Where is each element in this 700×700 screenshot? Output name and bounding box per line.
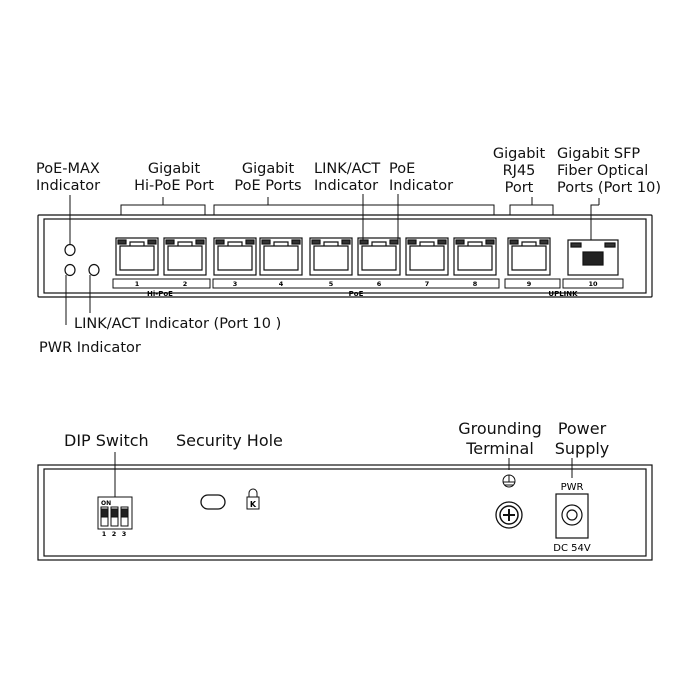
security-hole-label: Security Hole bbox=[176, 431, 283, 450]
rj45-port-1 bbox=[115, 237, 159, 276]
link-act-port10-label: LINK/ACT Indicator (Port 10 ) bbox=[74, 316, 282, 332]
port-led bbox=[215, 239, 225, 245]
dc-voltage-label: DC 54V bbox=[553, 543, 591, 554]
port-number-2: 2 bbox=[183, 280, 188, 288]
front-leds bbox=[64, 243, 100, 277]
lock-glyph: K bbox=[250, 500, 257, 509]
group-label-uplink: UPLINK bbox=[548, 290, 578, 298]
group-label-hi-poe: Hi-PoE bbox=[147, 290, 173, 298]
port-led bbox=[437, 239, 447, 245]
port-number-9: 9 bbox=[527, 280, 532, 288]
port-led bbox=[291, 239, 301, 245]
port-number-8: 8 bbox=[473, 280, 478, 288]
ground-symbol-icon bbox=[502, 474, 516, 488]
poe-ports-label: Gigabit PoE Ports bbox=[234, 161, 302, 194]
port-number-3: 3 bbox=[233, 280, 238, 288]
grounding-terminal bbox=[495, 501, 523, 529]
poe-max-indicator-label: PoE-MAX Indicator bbox=[36, 161, 101, 194]
port-label-strip bbox=[112, 278, 624, 294]
poe-max-led bbox=[64, 243, 76, 257]
port-number-1: 1 bbox=[135, 280, 140, 288]
grounding-terminal-label: Grounding Terminal bbox=[458, 419, 542, 458]
rj45-port-9 bbox=[507, 237, 551, 276]
port-number-5: 5 bbox=[329, 280, 334, 288]
front-leader-lines bbox=[65, 194, 600, 325]
port-led bbox=[407, 239, 417, 245]
port-led bbox=[485, 239, 495, 245]
rj45-port-6 bbox=[357, 237, 401, 276]
port-led bbox=[389, 239, 399, 245]
group-label-poe: PoE bbox=[349, 290, 364, 298]
rj45-port-7 bbox=[405, 237, 449, 276]
port-led bbox=[195, 239, 205, 245]
dip-number-1: 1 bbox=[102, 530, 107, 538]
rj45-port-label: Gigabit RJ45 Port bbox=[492, 146, 546, 196]
port-led bbox=[261, 239, 271, 245]
link-act-indicator-label: LINK/ACT Indicator bbox=[314, 161, 381, 194]
port-led bbox=[455, 239, 465, 245]
port-led bbox=[311, 239, 321, 245]
port-led bbox=[359, 239, 369, 245]
security-hole bbox=[200, 494, 226, 510]
port-led bbox=[539, 239, 549, 245]
port-led bbox=[245, 239, 255, 245]
pwr-label: PWR bbox=[561, 482, 584, 493]
port-number-4: 4 bbox=[279, 280, 284, 288]
port-number-6: 6 bbox=[377, 280, 382, 288]
link-act-port10-led bbox=[88, 263, 100, 277]
dip-number-3: 3 bbox=[122, 530, 127, 538]
sfp-port-label: Gigabit SFP Fiber Optical Ports (Port 10… bbox=[557, 146, 662, 196]
dip-switch bbox=[97, 496, 133, 530]
rear-chassis bbox=[37, 464, 653, 561]
port-number-10: 10 bbox=[588, 280, 598, 288]
sfp-port bbox=[567, 239, 619, 276]
rj45-port-5 bbox=[309, 237, 353, 276]
port-led bbox=[165, 239, 175, 245]
poe-indicator-label: PoE Indicator bbox=[389, 161, 454, 194]
port-led bbox=[147, 239, 157, 245]
dip-switch-label: DIP Switch bbox=[64, 431, 149, 450]
hi-poe-port-label: Gigabit Hi-PoE Port bbox=[134, 161, 214, 194]
lock-icon bbox=[246, 488, 260, 510]
dip-number-2: 2 bbox=[112, 530, 117, 538]
power-supply-label: Power Supply bbox=[554, 419, 610, 458]
dip-on-label: ON bbox=[101, 500, 111, 507]
pwr-indicator-label: PWR Indicator bbox=[39, 340, 141, 356]
power-jack bbox=[555, 493, 589, 539]
rj45-port-3 bbox=[213, 237, 257, 276]
pwr-led bbox=[64, 263, 76, 277]
rj45-port-group bbox=[115, 237, 551, 276]
port-led bbox=[509, 239, 519, 245]
rj45-port-8 bbox=[453, 237, 497, 276]
port-led bbox=[117, 239, 127, 245]
port-led bbox=[341, 239, 351, 245]
port-number-labels: 1 2 3 4 5 6 7 8 9 10 bbox=[135, 280, 598, 288]
rj45-port-4 bbox=[259, 237, 303, 276]
port-number-7: 7 bbox=[425, 280, 430, 288]
rj45-port-2 bbox=[163, 237, 207, 276]
